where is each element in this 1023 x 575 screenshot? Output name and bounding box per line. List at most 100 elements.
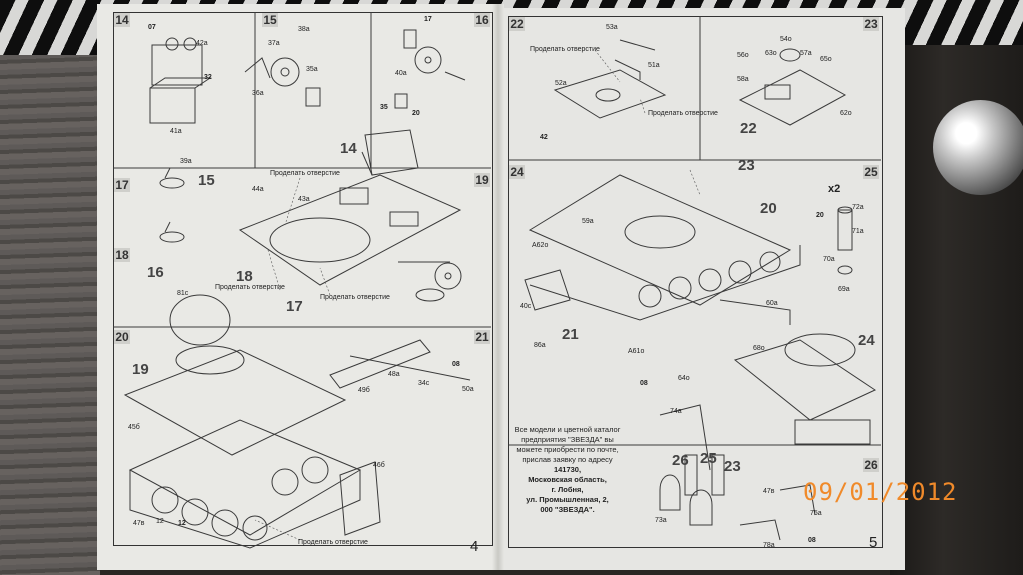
subassembly-number: 22 [740,120,757,137]
quantity-label: x2 [828,183,841,195]
part-label: 34c [418,380,430,387]
step-number: 19 [474,173,490,187]
part-label: 40c [520,303,532,310]
part-label: 62o [840,110,852,117]
callout-text: Проделать отверстие [320,294,390,301]
wooden-table [0,55,100,575]
subassembly-number: 14 [340,140,357,157]
sprue-flag: 20 [412,110,420,117]
sprue-flag: 17 [424,16,432,23]
part-label: 44a [252,186,264,193]
part-label: 54o [780,36,792,43]
sprue-flag: 35 [380,104,388,111]
part-label: 35a [306,66,318,73]
subassembly-number: 19 [132,361,149,378]
part-label: 56o [737,52,749,59]
part-label: 37a [268,40,280,47]
step-number: 14 [114,13,130,27]
left-frame [113,12,493,546]
sprue-flag: 32 [204,74,212,81]
part-label: 81c [177,290,189,297]
callout-text: Проделать отверстие [530,46,600,53]
step-number: 21 [474,330,490,344]
step-number: 25 [863,165,879,179]
step-number: 17 [114,178,130,192]
right-page [497,8,905,570]
part-label: 58a [737,76,749,83]
contact-info: Все модели и цветной каталог предприятия… [510,425,625,515]
page-number: 4 [470,538,479,555]
part-label: 40a [395,70,407,77]
step-number: 26 [863,458,879,472]
contact-city: г. Лобня, [551,485,584,494]
callout-text: Проделать отверстие [298,539,368,546]
part-label: 47в [763,488,775,495]
part-label: 71a [852,228,864,235]
page-fold [492,4,504,570]
subassembly-number: 18 [236,268,253,285]
subassembly-number: 20 [760,200,777,217]
sprue-flag: 07 [148,24,156,31]
step-number: 23 [863,17,879,31]
step-number: 15 [262,13,278,27]
part-label: 46б [373,462,385,469]
step-number: 24 [509,165,525,179]
callout-text: Проделать отверстие [270,170,340,177]
subassembly-number: 24 [858,332,875,349]
part-label: 69a [838,286,850,293]
step-number: 16 [474,13,490,27]
subassembly-number: 23 [738,157,755,174]
part-label: 42a [196,40,208,47]
part-label: 38a [298,26,310,33]
subassembly-number: 17 [286,298,303,315]
part-label: 86a [534,342,546,349]
part-label: 73a [655,517,667,524]
part-label: 59a [582,218,594,225]
part-label: 39a [180,158,192,165]
part-label: 51a [648,62,660,69]
subassembly-number: 16 [147,264,164,281]
part-label: 57a [800,50,812,57]
part-label: 78a [763,542,775,549]
subassembly-number: 15 [198,172,215,189]
sprue-flag: 20 [816,212,824,219]
part-label: 52a [555,80,567,87]
part-label: 53a [606,24,618,31]
subassembly-number: 25 [700,450,717,467]
sprue-flag: 08 [452,361,460,368]
contact-region: Московская область, [528,475,607,484]
part-label: 75a [810,510,822,517]
part-label: 48a [388,371,400,378]
part-label: 72a [852,204,864,211]
page-number: 5 [869,534,878,551]
contact-postcode: 141730, [553,465,582,474]
part-label: 36a [252,90,264,97]
sprue-flag: 42 [540,134,548,141]
step-number: 22 [509,17,525,31]
part-label: 50a [462,386,474,393]
subassembly-number: 23 [724,458,741,475]
part-label: A61o [628,348,645,355]
left-page [97,4,497,570]
contact-company: 000 "ЗВЕЗДА". [540,505,595,514]
chrome-knob [933,100,1023,195]
date-stamp: 09/01/2012 [803,478,958,506]
callout-text: Проделать отверстие [648,110,718,117]
contact-text: Все модели и цветной каталог предприятия… [514,425,621,464]
right-frame [508,16,883,548]
sprue-flag: 08 [808,537,816,544]
callout-text: Проделать отверстие [215,284,285,291]
subassembly-number: 21 [562,326,579,343]
contact-street: ул. Промышленная, 2, [526,495,609,504]
part-label: 70a [823,256,835,263]
step-number: 20 [114,330,130,344]
part-label: 74a [670,408,682,415]
step-number: 18 [114,248,130,262]
part-label: 64o [678,375,690,382]
part-label: 41a [170,128,182,135]
part-label: 49б [358,387,370,394]
part-label: 63o [765,50,777,57]
subassembly-number: 26 [672,452,689,469]
sprue-flag: 12 [178,520,186,527]
